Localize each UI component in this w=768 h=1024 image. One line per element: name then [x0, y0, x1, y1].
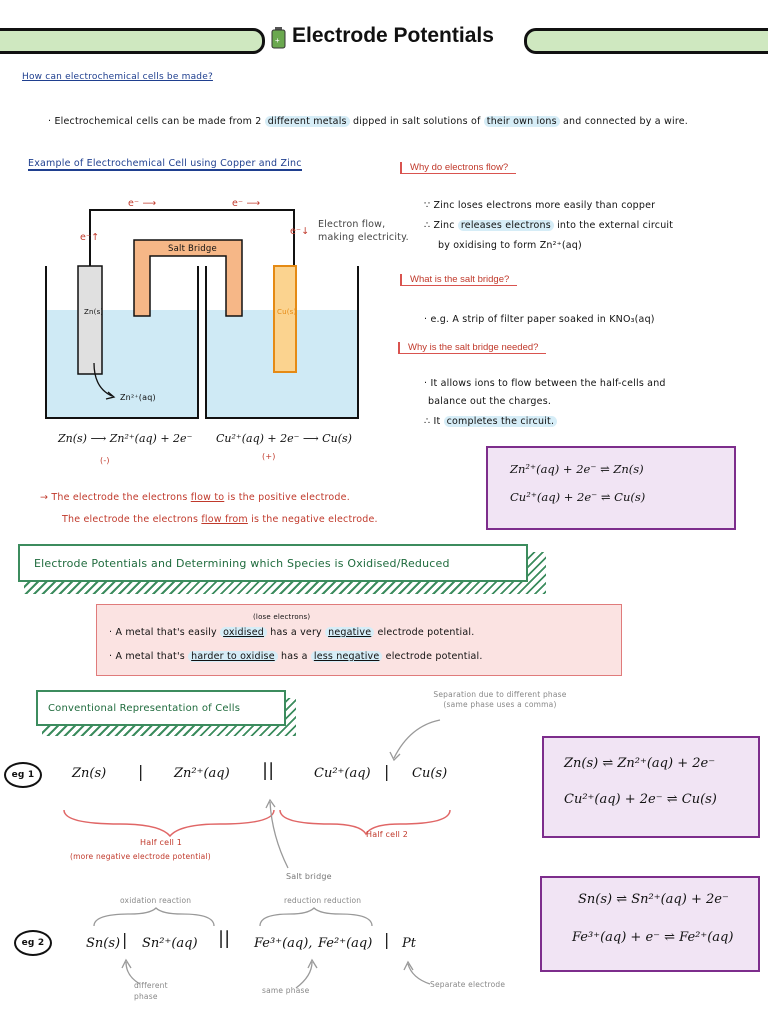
eg2-braces — [93, 907, 373, 927]
electrode-potential-box: (lose electrons) · A metal that's easily… — [96, 604, 622, 676]
why-bridge-heading: Why is the salt bridge needed? — [398, 342, 547, 354]
eg1-cell-1: Zn(s) — [72, 766, 107, 781]
equilibrium-box-2: Zn(s) ⇌ Zn²⁺(aq) + 2e⁻ Cu²⁺(aq) + 2e⁻ ⇌ … — [542, 736, 760, 838]
why-flow-line2: ∴ Zinc releases electrons into the exter… — [424, 220, 674, 231]
box3-eq1: Sn(s) ⇌ Sn²⁺(aq) + 2e⁻ — [578, 892, 729, 907]
eg2-label: eg 2 — [14, 930, 52, 956]
cell-diagram — [45, 209, 359, 419]
eg2-cell-6: Fe²⁺(aq) — [318, 936, 373, 951]
equilibrium-box-3: Sn(s) ⇌ Sn²⁺(aq) + 2e⁻ Fe³⁺(aq) + e⁻ ⇌ F… — [540, 876, 760, 972]
eg2-cell-2: | — [122, 930, 128, 949]
reduction-label: reduction reduction — [284, 896, 362, 905]
salt-bridge-line: · e.g. A strip of filter paper soaked in… — [424, 314, 655, 325]
electron-arrow-1: e⁻ ⟶ — [128, 198, 157, 209]
pink-line2: · A metal that's harder to oxidise has a… — [109, 651, 483, 662]
eg2-cell-7: | — [384, 930, 390, 949]
negative-electrode-note: The electrode the electrons flow from is… — [62, 514, 378, 525]
box1-eq2: Cu²⁺(aq) + 2e⁻ ⇌ Cu(s) — [510, 490, 646, 504]
lose-electrons-note: (lose electrons) — [253, 613, 311, 621]
why-flow-line3: by oxidising to form Zn²⁺(aq) — [438, 240, 582, 251]
cu-half-equation: Cu²⁺(aq) + 2e⁻ ⟶ Cu(s) — [216, 432, 352, 445]
half-cell-1-note: (more negative electrode potential) — [70, 852, 211, 861]
eg2-cell-4: || — [218, 928, 231, 949]
zn-half-equation: Zn(s) ⟶ Zn²⁺(aq) + 2e⁻ — [58, 432, 193, 445]
eg1-cell-4: || — [262, 760, 275, 781]
salt-bridge-note: Salt bridge — [286, 872, 332, 881]
eg2-cell-1: Sn(s) — [86, 936, 121, 951]
different-phase-note: different phase — [134, 981, 168, 1001]
electron-arrow-right: e⁻↓ — [290, 226, 310, 237]
why-bridge-line3: ∴ It completes the circuit. — [424, 416, 558, 427]
intro-text: · Electrochemical cells can be made from… — [48, 116, 689, 127]
positive-electrode-note: → The electrode the electrons flow to is… — [40, 492, 350, 503]
electron-arrow-2: e⁻ ⟶ — [232, 198, 261, 209]
svg-text:+: + — [275, 36, 280, 45]
section2-heading: Electrode Potentials and Determining whi… — [18, 544, 528, 582]
eg1-label: eg 1 — [4, 762, 42, 788]
equilibrium-box-1: Zn²⁺(aq) + 2e⁻ ⇌ Zn(s) Cu²⁺(aq) + 2e⁻ ⇌ … — [486, 446, 736, 530]
section-question: How can electrochemical cells be made? — [22, 72, 213, 82]
negative-sign: (-) — [100, 456, 110, 465]
eg1-cell-5: Cu²⁺(aq) — [314, 766, 371, 781]
box3-eq2: Fe³⁺(aq) + e⁻ ⇌ Fe²⁺(aq) — [572, 930, 734, 945]
header-bar-left — [0, 28, 265, 54]
pink-line1: · A metal that's easily oxidised has a v… — [109, 627, 475, 638]
half-cell-1-label: Half cell 1 — [140, 838, 183, 847]
zn-ion-label: Zn²⁺(aq) — [120, 393, 156, 402]
electron-flow-note: Electron flow, making electricity. — [318, 219, 409, 243]
header-bar-right — [524, 28, 768, 54]
salt-bridge-heading: What is the salt bridge? — [400, 274, 518, 286]
why-bridge-line1: · It allows ions to flow between the hal… — [424, 378, 666, 389]
section3-heading: Conventional Representation of Cells — [36, 690, 286, 726]
separate-electrode-note: Separate electrode — [430, 980, 506, 989]
eg1-cell-2: | — [138, 762, 144, 781]
why-bridge-line2: balance out the charges. — [428, 396, 552, 407]
why-flow-line1: ∵ Zinc loses electrons more easily than … — [424, 200, 656, 211]
salt-bridge-label: Salt Bridge — [168, 244, 217, 254]
eg1-cell-6: | — [384, 762, 390, 781]
half-cell-braces — [63, 809, 451, 838]
box2-eq1: Zn(s) ⇌ Zn²⁺(aq) + 2e⁻ — [564, 756, 716, 771]
battery-icon: + — [271, 27, 286, 49]
cu-electrode-label: Cu(s) — [277, 308, 297, 316]
positive-sign: (+) — [262, 452, 276, 461]
half-cell-2-label: Half cell 2 — [366, 830, 409, 839]
box2-eq2: Cu²⁺(aq) + 2e⁻ ⇌ Cu(s) — [564, 792, 717, 807]
example-heading: Example of Electrochemical Cell using Co… — [28, 158, 302, 171]
zn-electrode-label: Zn(s) — [84, 308, 104, 316]
eg2-cell-3: Sn²⁺(aq) — [142, 936, 198, 951]
separation-arrow — [389, 719, 441, 762]
eg2-cell-8: Pt — [402, 936, 416, 951]
electron-arrow-left: e⁻↑ — [80, 232, 100, 243]
eg2-cell-5: Fe³⁺(aq), — [254, 936, 313, 951]
eg1-cell-7: Cu(s) — [412, 766, 448, 781]
separation-note: Separation due to different phase (same … — [433, 690, 567, 709]
oxidation-label: oxidation reaction — [120, 896, 192, 905]
same-phase-note: same phase — [262, 986, 310, 995]
eg1-cell-3: Zn²⁺(aq) — [174, 766, 230, 781]
eg2-arrows — [121, 958, 431, 989]
page-title: Electrode Potentials — [292, 24, 494, 47]
why-flow-heading: Why do electrons flow? — [400, 162, 517, 174]
box1-eq1: Zn²⁺(aq) + 2e⁻ ⇌ Zn(s) — [510, 462, 644, 476]
salt-bridge-arrow — [265, 798, 289, 869]
